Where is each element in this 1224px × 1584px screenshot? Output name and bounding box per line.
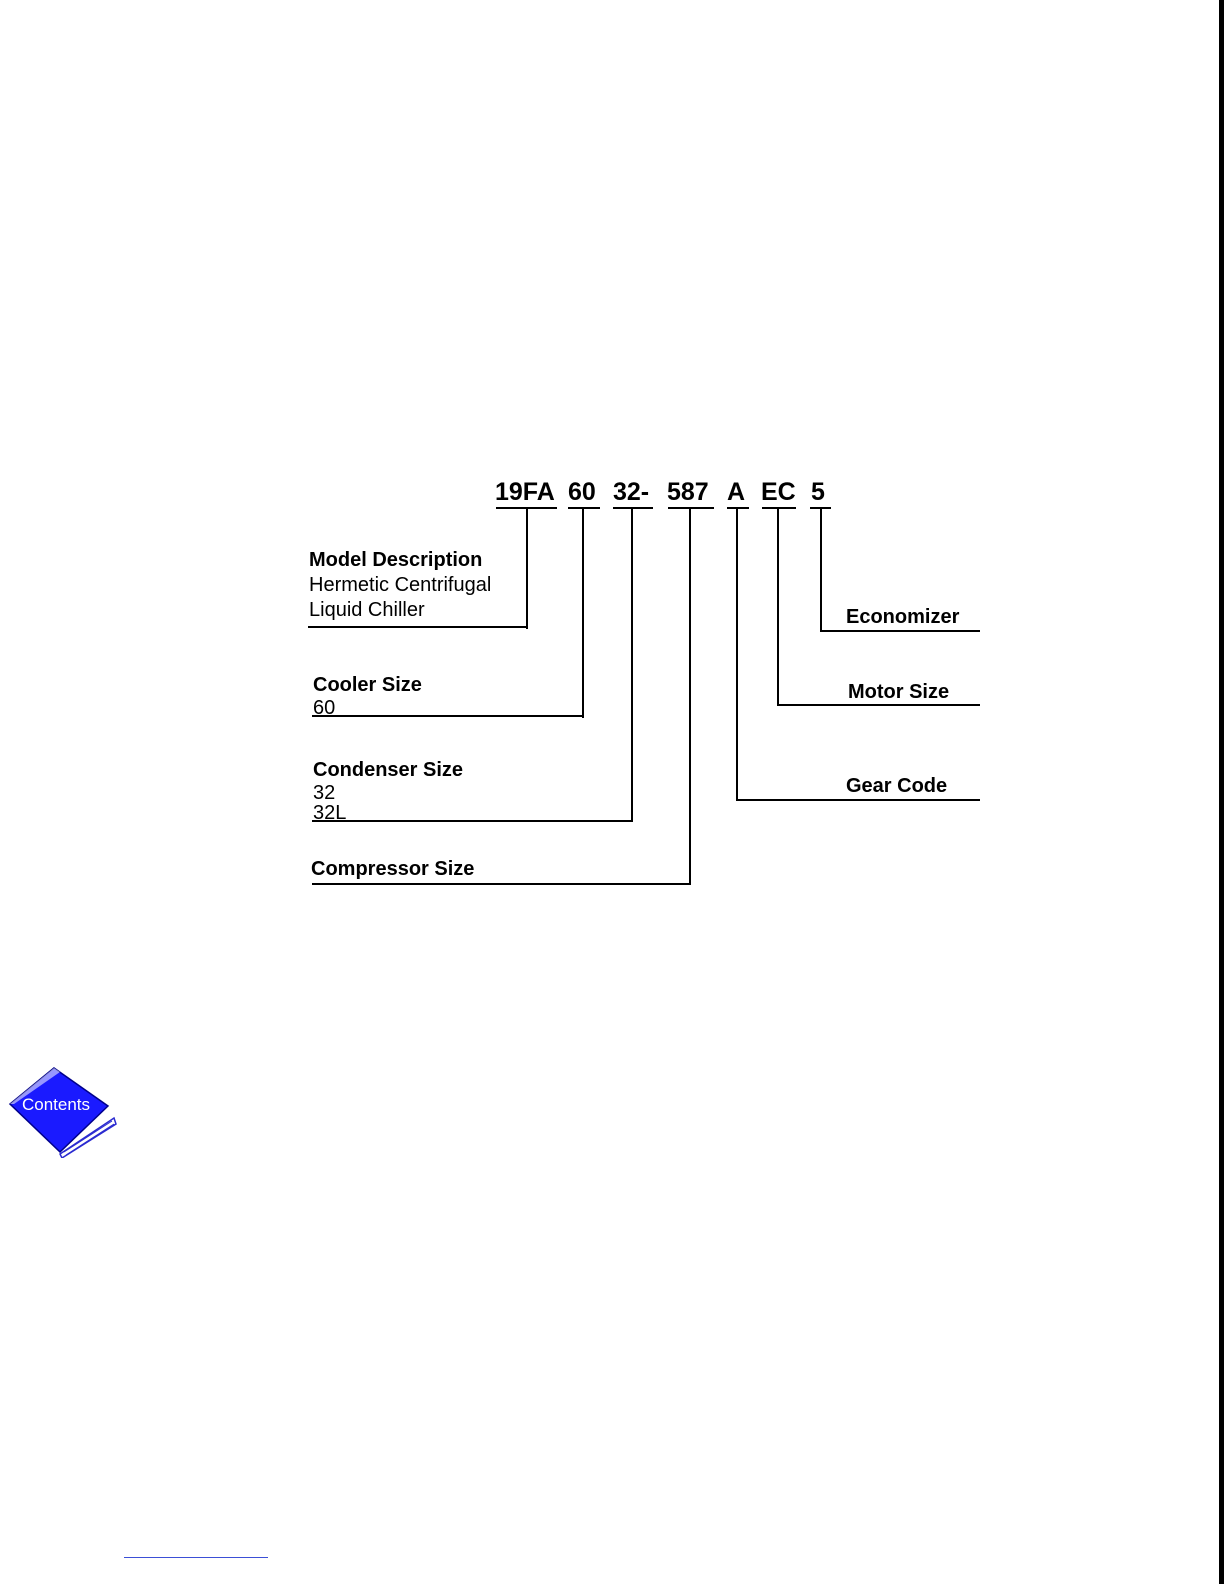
leader-gear-vertical <box>736 508 738 801</box>
underline-gear <box>727 507 749 509</box>
label-model-description-line-1: Hermetic Centrifugal <box>309 573 491 598</box>
code-segment-condenser: 32- <box>613 478 649 507</box>
label-model-description: Model Description Hermetic Centrifugal L… <box>309 548 491 623</box>
contents-button[interactable]: Contents <box>4 1066 118 1158</box>
code-segment-compressor: 587 <box>667 478 709 507</box>
label-cooler-size: Cooler Size 60 <box>313 673 422 718</box>
footer-link-underline <box>124 1557 268 1558</box>
label-economizer: Economizer <box>846 606 959 629</box>
leader-economizer-vertical <box>820 508 822 632</box>
leader-motor-horizontal <box>777 704 980 706</box>
underline-motor <box>762 507 796 509</box>
label-motor-size: Motor Size <box>848 681 949 704</box>
label-cooler-size-title: Cooler Size <box>313 673 422 698</box>
leader-compressor-vertical <box>689 508 691 885</box>
leader-motor-vertical <box>777 508 779 706</box>
label-model-description-line-2: Liquid Chiller <box>309 598 491 623</box>
label-condenser-size-title: Condenser Size <box>313 758 463 783</box>
leader-compressor-horizontal <box>312 883 691 885</box>
code-segment-cooler: 60 <box>568 478 596 507</box>
label-cooler-size-value: 60 <box>313 698 422 718</box>
label-compressor-size: Compressor Size <box>311 857 474 882</box>
leader-gear-horizontal <box>736 799 980 801</box>
underline-compressor <box>668 507 714 509</box>
leader-cooler-vertical <box>582 508 584 718</box>
label-model-description-title: Model Description <box>309 548 491 573</box>
contents-book-icon: Contents <box>4 1066 118 1158</box>
label-condenser-size-value-1: 32 <box>313 783 463 803</box>
code-segment-motor: EC <box>761 478 796 507</box>
label-condenser-size-value-2: 32L <box>313 803 463 823</box>
underline-cooler <box>568 507 600 509</box>
label-compressor-size-title: Compressor Size <box>311 857 474 882</box>
leader-condenser-vertical <box>631 508 633 822</box>
label-condenser-size: Condenser Size 32 32L <box>313 758 463 823</box>
leader-series-vertical <box>526 508 528 629</box>
label-gear-code: Gear Code <box>846 775 947 798</box>
contents-button-label: Contents <box>22 1095 90 1114</box>
leader-series-horizontal <box>308 626 528 628</box>
code-segment-series: 19FA <box>495 478 555 507</box>
code-segment-economizer: 5 <box>811 478 825 507</box>
page-edge-bar <box>1219 0 1224 1584</box>
underline-condenser <box>613 507 653 509</box>
code-segment-gear: A <box>727 478 745 507</box>
leader-economizer-horizontal <box>820 630 980 632</box>
